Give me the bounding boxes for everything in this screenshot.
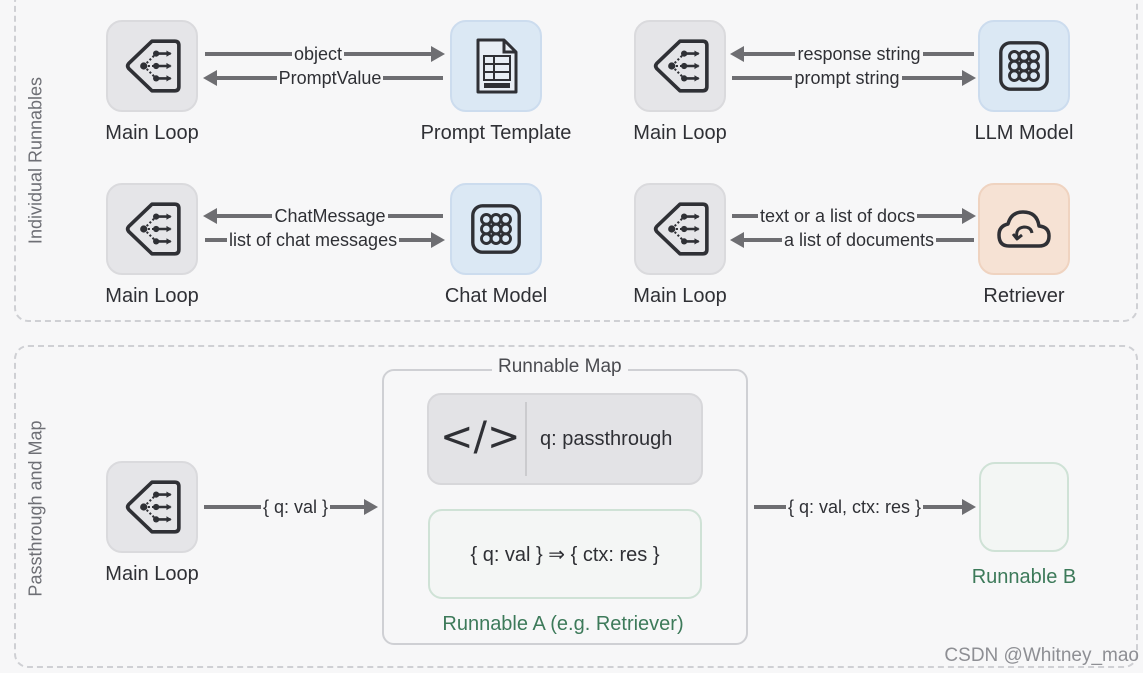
grid-icon — [467, 200, 525, 258]
main-loop-icon — [121, 198, 183, 260]
arrow-text-or-list-of-docs: text or a list of docs — [732, 206, 976, 226]
document-template-icon — [476, 38, 518, 94]
arrow-label-prompt-string: prompt string — [794, 67, 900, 88]
arrow-list-of-chat-messages: list of chat messages — [205, 230, 445, 250]
main-loop-label: Main Loop — [105, 563, 199, 585]
passthrough-box — [427, 393, 703, 485]
grid-icon — [995, 37, 1053, 95]
watermark: CSDN @Whitney_mao — [944, 645, 1139, 666]
arrow-response-string: response string — [730, 43, 975, 64]
runnable-b-label: Runnable B — [971, 566, 1077, 588]
main-loop-tile — [634, 20, 726, 112]
runnable-a-box — [428, 509, 702, 599]
main-loop-tile — [106, 183, 198, 275]
arrow-label-response-string: response string — [797, 43, 921, 64]
arrow-q-val: { q: val } — [204, 497, 378, 517]
section-label-passthrough-map: Passthrough and Map — [25, 420, 46, 597]
arrow-label-promptvalue: PromptValue — [278, 67, 382, 88]
arrow-label-q-val-ctx-res: { q: val, ctx: res } — [788, 496, 922, 517]
main-loop-label: Main Loop — [633, 285, 727, 307]
runnable-a-label: Runnable A (e.g. Retriever) — [442, 613, 684, 635]
retriever-label: Retriever — [983, 285, 1065, 307]
main-loop-tile — [634, 183, 726, 275]
arrow-object: object — [205, 43, 446, 64]
main-loop-label: Main Loop — [633, 122, 727, 144]
section-label-individual-runnables: Individual Runnables — [25, 76, 46, 245]
runnable-map-title: Runnable Map — [492, 356, 628, 378]
main-loop-icon — [649, 35, 711, 97]
main-loop-icon — [649, 198, 711, 260]
main-loop-tile — [106, 20, 198, 112]
passthrough-map-section — [14, 345, 1138, 668]
main-loop-icon — [121, 35, 183, 97]
arrow-label-q-val: { q: val } — [262, 496, 328, 517]
chat-model-tile — [450, 183, 542, 275]
chat-model-label: Chat Model — [444, 285, 548, 307]
main-loop-tile — [106, 461, 198, 553]
arrow-prompt-string: prompt string — [732, 67, 977, 88]
llm-model-tile — [978, 20, 1070, 112]
arrow-promptvalue: PromptValue — [203, 68, 443, 88]
arrow-label-chatmessage: ChatMessage — [274, 205, 386, 226]
runnable-a-text: { q: val } ⇒ { ctx: res } — [470, 544, 660, 566]
individual-runnables-section — [14, 0, 1138, 322]
arrow-q-val-ctx-res: { q: val, ctx: res } — [754, 497, 976, 517]
main-loop-label: Main Loop — [105, 122, 199, 144]
arrow-label-text-or-list-of-docs: text or a list of docs — [760, 205, 916, 226]
llm-model-label: LLM Model — [974, 122, 1074, 144]
arrow-label-object: object — [293, 43, 343, 64]
runnable-b-tile — [979, 462, 1069, 552]
passthrough-text: q: passthrough — [540, 428, 673, 450]
prompt-template-tile — [450, 20, 542, 112]
prompt-template-label: Prompt Template — [420, 122, 572, 144]
main-loop-icon — [121, 476, 183, 538]
arrow-label-list-of-chat-messages: list of chat messages — [229, 229, 398, 250]
passthrough-divider — [525, 402, 527, 476]
code-icon: </> — [440, 414, 521, 460]
arrow-label-a-list-of-documents: a list of documents — [783, 229, 935, 250]
arrow-a-list-of-documents: a list of documents — [730, 229, 975, 250]
arrow-chatmessage: ChatMessage — [203, 206, 443, 226]
main-loop-label: Main Loop — [105, 285, 199, 307]
retriever-tile — [978, 183, 1070, 275]
cloud-sync-icon — [997, 210, 1051, 248]
